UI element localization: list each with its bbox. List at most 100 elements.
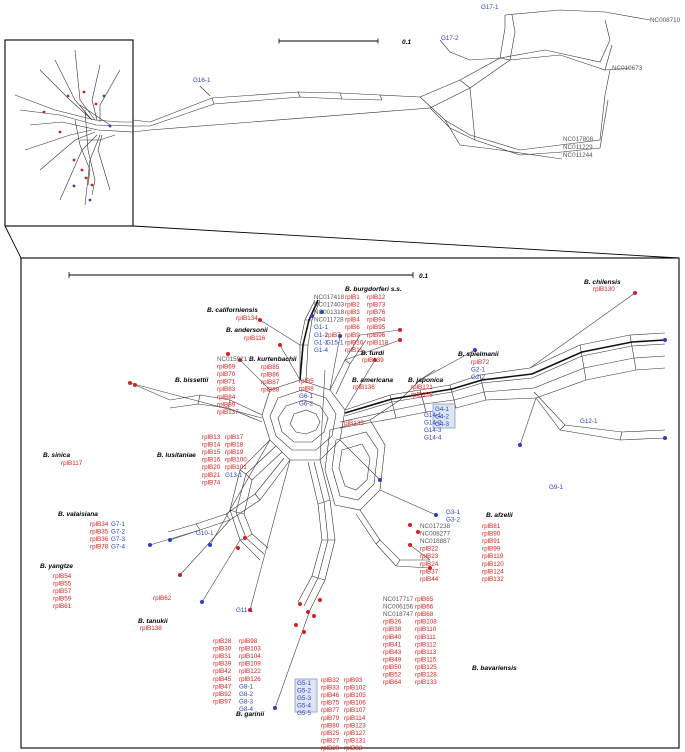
- tip-dot: [310, 314, 314, 318]
- tip-dot: [258, 318, 262, 322]
- label-nc017808: NC017808: [563, 136, 594, 143]
- taxon-label: rplB37: [420, 568, 439, 575]
- zoom-connector-left: [4, 225, 22, 259]
- taxon-label: rplB125: [415, 664, 437, 671]
- taxon-label: rplB101: [225, 464, 247, 471]
- network-thick-path: [344, 339, 666, 414]
- tip-dot: [298, 602, 302, 606]
- taxon-label: rplB117: [61, 460, 83, 467]
- taxon-label: rplB16: [202, 457, 221, 464]
- taxon-label: rplB55: [53, 581, 72, 588]
- taxon-label: G8-2: [239, 691, 253, 698]
- group-g12: G12-1: [580, 418, 598, 425]
- taxon-label: rplB114: [344, 715, 366, 722]
- tip-dot: [178, 573, 182, 577]
- taxon-label: rplB71: [217, 379, 236, 386]
- top-scale-label: 0.1: [402, 39, 411, 46]
- taxon-label: G14-4: [424, 435, 442, 442]
- group-bissettii: B. bissettiiNC015921rplB69rplB70rplB71rp…: [175, 356, 248, 416]
- taxon-label: rplB64: [383, 679, 402, 686]
- group-lusitaniae: B. lusitaniaerplB13rplB14rplB15rplB16rpl…: [157, 434, 247, 486]
- taxon-label: rplB86: [261, 372, 280, 379]
- group-g11: G11-1: [236, 607, 254, 614]
- taxon-label: rplB139: [362, 357, 384, 364]
- overview-branches: [132, 9, 651, 160]
- taxon-label: rplB85: [261, 364, 280, 371]
- taxon-label: rplB1: [345, 294, 360, 301]
- overview-inset-network: [14, 49, 134, 206]
- taxon-label: rplB66: [415, 604, 434, 611]
- taxon-label: rplB15: [202, 449, 221, 456]
- taxon-label: G6-2: [299, 401, 313, 408]
- taxon-label: rplB23: [420, 553, 439, 560]
- taxon-label: rplB14: [202, 442, 221, 449]
- taxon-label: G9-1: [549, 484, 563, 491]
- species-label: B. spielmanii: [458, 351, 499, 358]
- species-label: B. lusitaniae: [157, 452, 196, 459]
- group-afzelii: B. afzeliiNC017238NC008277NC018887rplB22…: [420, 512, 513, 583]
- tip-dot: [273, 706, 277, 710]
- overview-inset-tips: [42, 90, 112, 202]
- tip-dot: [378, 478, 382, 482]
- taxon-label: G12-1: [580, 418, 598, 425]
- species-label: B. turdi: [361, 350, 384, 357]
- taxon-label: rplB128: [415, 672, 437, 679]
- g5-highlight-box: [294, 678, 318, 713]
- taxon-label: rplB10: [345, 339, 364, 346]
- taxon-label: rplB9: [345, 332, 360, 339]
- species-label: B. andersonii: [226, 327, 268, 334]
- taxon-label: G7-3: [111, 536, 125, 543]
- taxon-label: NC018747: [383, 611, 414, 618]
- taxon-label: rplB116: [244, 335, 266, 342]
- taxon-label: G4-1: [435, 406, 449, 413]
- taxon-label: rplB96: [367, 332, 386, 339]
- taxon-label: NC017717: [383, 596, 414, 603]
- taxon-label: G6-1: [299, 393, 313, 400]
- tip-dot: [398, 328, 402, 332]
- taxon-label: rplB62: [153, 595, 172, 602]
- group-burgdorferi: B. burgdorferi s.s.NC017418NC017403NC001…: [314, 286, 402, 354]
- taxon-label: rplB36: [90, 536, 109, 543]
- taxon-label: rplB20: [202, 464, 221, 471]
- tip-dot: [226, 352, 230, 356]
- taxon-label: G7-1: [111, 521, 125, 528]
- taxon-label: G8-1: [239, 683, 253, 690]
- group-g9: G9-1: [549, 484, 563, 491]
- species-label: B. chilensis: [584, 279, 621, 286]
- taxon-label: rplB129: [411, 392, 433, 399]
- tip-dot: [318, 598, 322, 602]
- taxon-label: NC001318: [314, 309, 345, 316]
- taxon-label: rplB138: [140, 625, 162, 632]
- taxon-label: NC017403: [314, 302, 345, 309]
- taxon-label: G2-2: [471, 374, 485, 381]
- tip-dot: [236, 546, 240, 550]
- taxon-label: rplB39: [213, 661, 232, 668]
- taxon-label: rplB54: [53, 573, 72, 580]
- taxon-label: rplB124: [482, 568, 504, 575]
- tip-dot: [416, 530, 420, 534]
- taxon-label: rplB26: [383, 619, 402, 626]
- tip-dot: [320, 310, 324, 314]
- taxon-label: G1-1: [314, 324, 328, 331]
- taxon-label: rplB41: [383, 641, 402, 648]
- taxon-label: rplB70: [217, 371, 236, 378]
- taxon-label: rplB99: [482, 546, 501, 553]
- taxon-label: rplB111: [415, 634, 436, 641]
- label-nc010673: NC010673: [612, 65, 643, 72]
- tip-dot: [398, 338, 402, 342]
- tip-dot: [338, 334, 342, 338]
- taxon-label: G14-2: [424, 420, 442, 427]
- label-g17-1: G17-1: [481, 4, 499, 11]
- overview-network: 0.1: [4, 4, 681, 259]
- tip-dot: [133, 383, 137, 387]
- taxon-label: G3-2: [446, 517, 460, 524]
- taxon-label: G4-3: [435, 421, 449, 428]
- taxon-label: rplB40: [383, 634, 402, 641]
